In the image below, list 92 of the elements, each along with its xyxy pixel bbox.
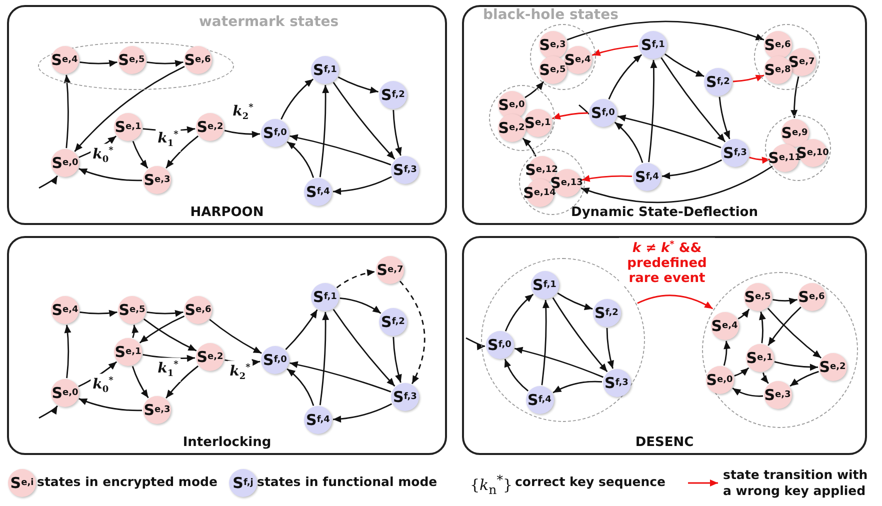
arrow [617,114,722,148]
arrow [466,337,486,350]
arrow [209,318,262,354]
arrow [732,74,764,82]
dashed-circle [754,24,820,90]
arrow [767,308,822,358]
arrow [723,340,730,366]
arrow [718,96,730,140]
arrow [319,84,330,178]
arrow [74,66,185,152]
panel-frame [462,5,867,225]
arrow [504,294,534,332]
arrow [774,361,818,371]
arrow [760,372,769,384]
group-label: black-hole states [483,7,618,23]
arrow [566,20,764,41]
dashed-circle [765,115,831,181]
arrow [340,298,382,314]
arrow [78,168,142,182]
arrow [637,294,714,310]
arrow [338,76,378,94]
arrow [614,122,644,163]
arrow [399,280,426,384]
group-label: watermark states [199,14,339,30]
arrow [290,134,392,166]
arrow [336,269,376,288]
arrow [38,405,58,419]
arrow [146,60,184,67]
arrow [734,367,750,376]
legend-symbol: {k$_{n}$$^{*}$} [470,472,512,497]
arrow [132,324,138,338]
arrow [332,176,392,195]
arrow [166,136,199,169]
arrow [392,110,402,156]
arrow [768,306,802,346]
arrow [749,156,770,164]
arrow [552,297,608,372]
arrow [80,60,118,67]
arrow [524,81,544,98]
legend-text: state transition with a wrong key applied [723,467,869,499]
arrow [224,130,260,138]
arrow [790,370,819,387]
arrow [772,298,798,304]
arrow [64,324,72,378]
arrow [332,82,396,160]
arrow [64,74,71,148]
arrow [738,308,750,320]
legend-text: states in encrypted mode [37,474,218,489]
panel-title: Interlocking [182,435,272,450]
arrow [608,54,642,100]
arrow [166,366,199,399]
arrow [80,310,118,317]
arrow [290,361,392,392]
arrow [280,78,314,120]
arrow [664,54,704,78]
arrow [557,292,593,310]
arrow [286,141,314,178]
arrow [732,388,764,397]
arrow [504,358,529,392]
arrow [78,398,142,412]
arrow [286,368,314,406]
arrow [319,312,330,406]
dashed-circle [530,24,596,90]
arrow [38,175,58,189]
arrow [332,309,396,387]
arrow [552,380,602,394]
arrow [332,403,392,422]
panel-title: Dynamic State-Deflection [570,205,759,220]
arrow [758,312,766,344]
arrow [139,315,185,344]
panel-title: DESENC [634,435,695,450]
arrow [552,112,588,120]
arrow [132,140,148,169]
arrow [606,328,614,369]
arrow [132,366,149,398]
arrow [522,138,536,157]
legend-text: states in functional mode [257,474,438,489]
arrow [648,60,658,162]
arrow [582,175,632,182]
arrow [285,309,318,350]
arrow [660,57,726,142]
arrow [392,336,402,383]
dashed-circle [489,85,555,151]
arrow [514,346,604,378]
arrow [143,318,197,352]
arrow [541,300,550,386]
arrow [662,159,722,180]
legend-text: correct key sequence [515,474,666,489]
arrow [146,310,184,317]
panel-title: HARPOON [189,205,265,220]
arrow [592,45,638,56]
arrow [580,166,773,203]
